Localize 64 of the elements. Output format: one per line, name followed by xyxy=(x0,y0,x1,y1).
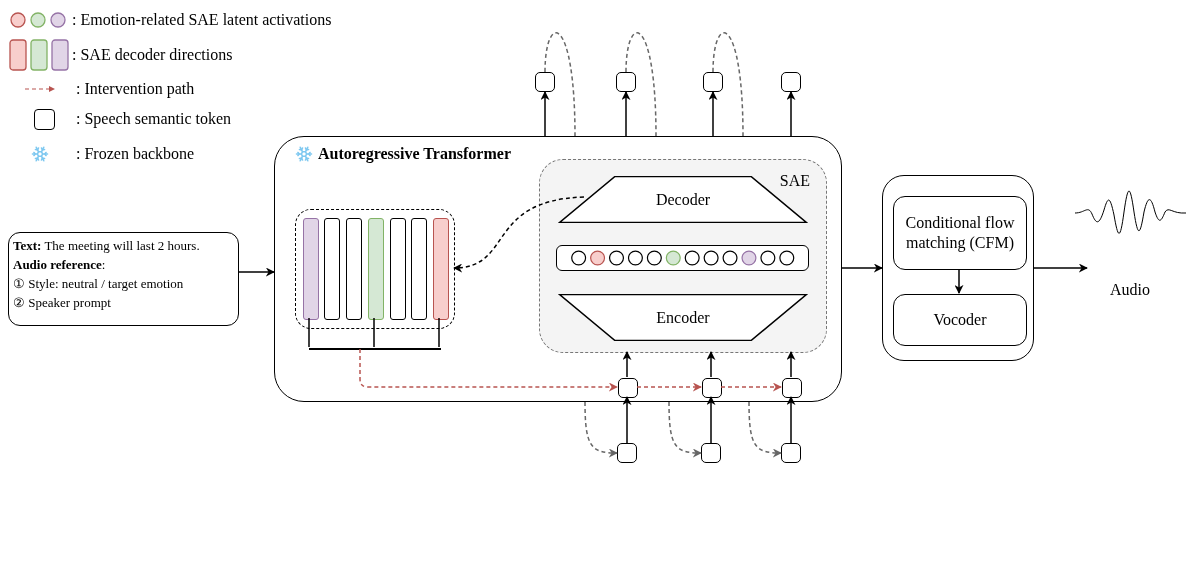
synthesis-box xyxy=(882,175,1034,361)
arrow xyxy=(706,351,716,378)
arrow xyxy=(954,268,964,294)
output-label: Audio xyxy=(1110,280,1150,300)
token-box xyxy=(782,378,802,398)
arrow xyxy=(540,91,550,137)
arrow xyxy=(238,267,275,277)
process-box xyxy=(893,294,1027,346)
arrow xyxy=(786,396,796,444)
block-label: Conditional flow matching (CFM) xyxy=(904,213,1016,253)
token-box xyxy=(781,443,801,463)
transformer-box xyxy=(274,136,842,402)
arrow xyxy=(706,396,716,444)
arrow xyxy=(786,351,796,378)
arrow xyxy=(1033,263,1088,273)
sae-box xyxy=(539,159,827,353)
arrow xyxy=(622,351,632,378)
token-box xyxy=(702,378,722,398)
token-box xyxy=(781,72,801,92)
input-text: ② Speaker prompt xyxy=(13,295,112,311)
token-box xyxy=(535,72,555,92)
decoder-direction-bar xyxy=(324,218,340,320)
input-box xyxy=(8,232,239,326)
arrow xyxy=(636,382,702,392)
block-label: Decoder xyxy=(655,189,711,210)
token-box xyxy=(701,443,721,463)
arrow xyxy=(748,401,782,458)
arrow xyxy=(708,91,718,137)
direction-group-box xyxy=(295,209,455,329)
input-text: ① Style: neutral / target emotion xyxy=(13,276,185,292)
block-title: Autoregressive Transformer xyxy=(318,144,511,165)
decoder-direction-bar xyxy=(411,218,427,320)
token-box xyxy=(617,443,637,463)
legend-text: : Frozen backbone xyxy=(76,144,195,164)
token-box xyxy=(618,378,638,398)
decoder-direction-bar xyxy=(368,218,384,320)
arrow xyxy=(453,196,585,272)
process-box xyxy=(893,196,1027,270)
legend-text: : Speech semantic token xyxy=(76,109,232,130)
block-label: Encoder xyxy=(656,307,710,328)
arrow xyxy=(621,91,631,137)
arrow xyxy=(359,348,618,392)
input-text: Text: The meeting will last 2 hours. xyxy=(13,238,201,254)
arrow xyxy=(668,401,702,458)
arrow xyxy=(622,396,632,444)
arrow xyxy=(584,401,618,458)
block-label: SAE xyxy=(779,171,810,191)
decoder-direction-bar xyxy=(390,218,406,320)
arrow xyxy=(841,263,883,273)
legend-text: : Intervention path xyxy=(76,79,195,100)
token-box xyxy=(616,72,636,92)
latent-vector-box xyxy=(556,245,809,271)
arrow xyxy=(720,382,782,392)
legend-text: : Emotion-related SAE latent activations xyxy=(72,10,332,30)
legend-text: : SAE decoder directions xyxy=(72,45,233,65)
input-text: Audio reference: xyxy=(13,257,107,273)
arrow xyxy=(786,91,796,137)
block-label: Vocoder xyxy=(933,310,987,330)
decoder-direction-bar xyxy=(303,218,319,320)
decoder-trapezoid xyxy=(557,176,809,223)
encoder-trapezoid xyxy=(557,294,809,341)
decoder-direction-bar xyxy=(433,218,449,320)
decoder-direction-bar xyxy=(346,218,362,320)
token-box xyxy=(703,72,723,92)
